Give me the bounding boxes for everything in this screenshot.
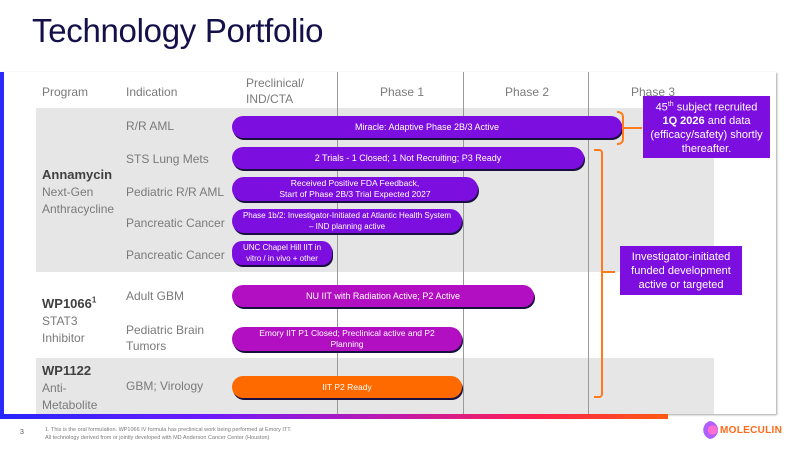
bar-gbm-virology: IIT P2 Ready — [232, 376, 462, 398]
page-title: Technology Portfolio — [32, 12, 324, 49]
footnotes: 1. This is the oral formulation. WP1066 … — [45, 427, 292, 441]
bar-pancreatic-cancer-2: UNC Chapel Hill IIT in vitro / in vivo +… — [232, 241, 332, 265]
indication-sts-lung-mets: STS Lung Mets — [126, 152, 209, 166]
bracket-top — [617, 111, 624, 145]
bracket-middle-tick — [603, 271, 615, 273]
divider-phase2 — [463, 72, 464, 414]
program-wp1122: WP1122 Anti- Metabolite — [42, 363, 98, 412]
bar-pediatric-rr-aml: Received Positive FDA Feedback, Start of… — [232, 177, 478, 201]
bar-adult-gbm: NU IIT with Radiation Active; P2 Active — [232, 285, 534, 307]
moleculin-logo: MOLECULIN — [700, 421, 782, 439]
indication-pediatric-brain-tumors: Pediatric Brain Tumors — [126, 323, 205, 353]
callout-aml-recruitment: 45th subject recruited 1Q 2026 and data … — [643, 96, 770, 158]
indication-pancreatic-cancer-2: Pancreatic Cancer — [126, 248, 225, 262]
page-number: 3 — [20, 429, 24, 436]
bottom-gradient-bar — [0, 414, 668, 419]
divider-phase1 — [337, 72, 338, 414]
bar-pancreatic-cancer-1: Phase 1b/2: Investigator-Initiated at At… — [232, 209, 462, 233]
header-preclinical: Preclinical/ IND/CTA — [246, 76, 305, 106]
program-wp1066: WP10661 STAT3 Inhibitor — [42, 296, 97, 346]
bracket-top-tick — [624, 127, 642, 129]
bar-rr-aml: Miracle: Adaptive Phase 2B/3 Active — [232, 116, 622, 138]
indication-pancreatic-cancer-1: Pancreatic Cancer — [126, 216, 225, 230]
header-phase3: Phase 3 — [631, 85, 676, 99]
callout-investigator-initiated: Investigator-initiated funded developmen… — [620, 246, 742, 295]
bar-pediatric-brain-tumors: Emory IIT P1 Closed; Preclinical active … — [232, 327, 462, 351]
molecule-icon — [700, 421, 718, 439]
bar-sts-lung-mets: 2 Trials - 1 Closed; 1 Not Recruiting; P… — [232, 147, 584, 169]
header-phase1: Phase 1 — [380, 85, 425, 99]
indication-pediatric-rr-aml: Pediatric R/R AML — [126, 185, 225, 199]
indication-adult-gbm: Adult GBM — [126, 289, 185, 303]
indication-gbm-virology: GBM; Virology — [126, 379, 204, 393]
header-program: Program — [42, 85, 89, 99]
header-phase2: Phase 2 — [505, 85, 550, 99]
header-indication: Indication — [126, 85, 178, 99]
divider-phase3 — [588, 72, 589, 414]
indication-rr-aml: R/R AML — [126, 119, 175, 133]
program-annamycin: Annamycin Next-Gen Anthracycline — [42, 167, 115, 216]
left-accent-bar — [0, 72, 4, 418]
bracket-middle — [594, 149, 603, 398]
